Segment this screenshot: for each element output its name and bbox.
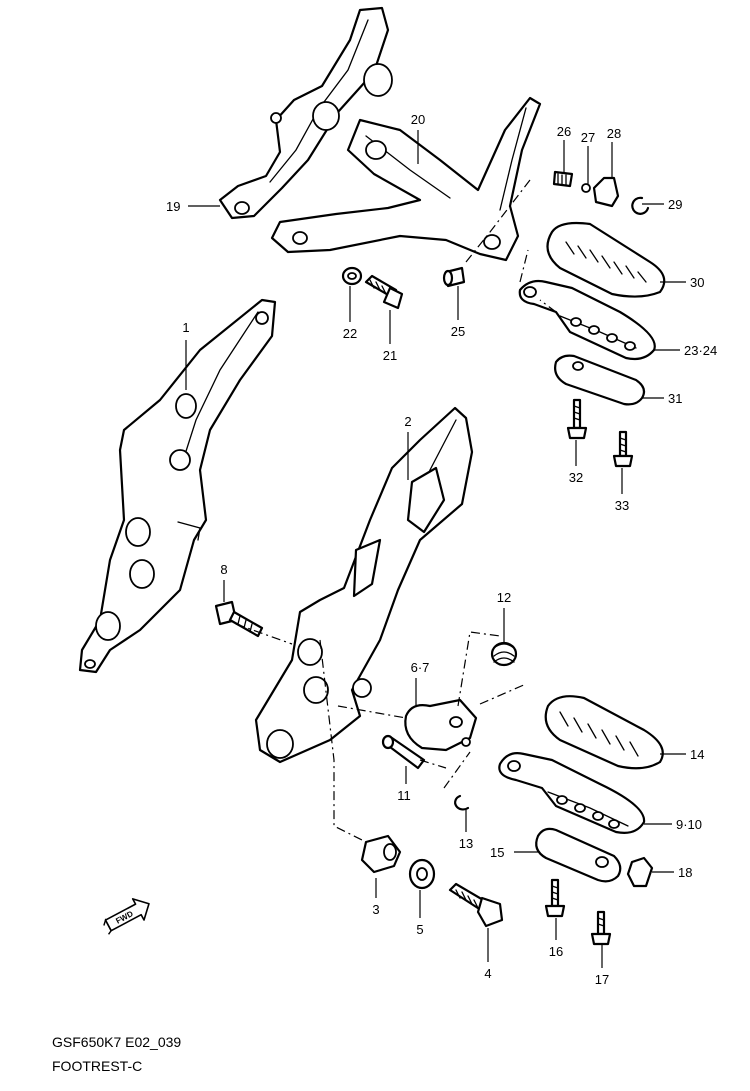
nut-18 [626,856,654,888]
footpeg-rubber-14 [544,695,664,770]
callout-30: 30 [690,275,704,290]
callout-29: 29 [668,197,682,212]
callout-1: 1 [182,320,189,335]
flange-bolt-8 [214,600,264,638]
callout-19: 19 [166,199,180,214]
callout-12: 12 [497,590,511,605]
callout-13: 13 [459,836,473,851]
bolt-26 [552,170,574,188]
footpeg-9-10 [498,752,646,834]
callout-28: 28 [607,126,621,141]
e-clip-13 [454,794,470,811]
rear-bracket-left-19 [218,6,393,220]
callout-15: 15 [490,845,504,860]
callout-26: 26 [557,124,571,139]
callout-5: 5 [416,922,423,937]
spring-12 [490,641,518,667]
callout-27: 27 [581,130,595,145]
callout-2: 2 [404,414,411,429]
callout-9-10: 9·10 [676,817,702,832]
footpeg-23-24 [518,279,656,361]
callout-23-24: 23·24 [684,343,717,358]
callout-17: 17 [595,972,609,987]
screw-33 [612,430,634,468]
callout-3: 3 [372,902,379,917]
footrest-bracket-2 [254,406,474,764]
rear-bracket-right-20 [270,96,542,262]
washer-22 [341,266,363,286]
callout-20: 20 [411,112,425,127]
callout-16: 16 [549,944,563,959]
ball-27 [581,183,591,193]
leader-lines [185,130,686,968]
callout-25: 25 [451,324,465,339]
callout-21: 21 [383,348,397,363]
callout-8: 8 [220,562,227,577]
callout-33: 33 [615,498,629,513]
screw-32 [566,398,588,440]
callout-14: 14 [690,747,704,762]
callout-31: 31 [668,391,682,406]
callout-4: 4 [484,966,491,981]
screw-17 [590,910,612,946]
model-code: GSF650K7 E02_039 [52,1034,181,1050]
collar-3 [360,834,402,874]
pin-25 [442,266,466,288]
plate-28 [592,176,620,208]
section-title: FOOTREST-C [52,1058,142,1074]
footpeg-rubber-30 [546,221,666,298]
pin-11 [381,734,426,770]
callout-18: 18 [678,865,692,880]
screw-16 [544,878,566,918]
callout-labels: 1 2 3 4 5 6·7 8 9·10 11 12 13 14 15 16 1… [166,112,717,987]
bolt-4 [448,882,504,928]
bolt-21 [364,274,404,310]
assembly-lines [235,179,557,843]
footrest-bracket-1 [78,298,277,674]
e-clip-29 [631,196,650,215]
callout-11: 11 [397,788,411,803]
plate-31 [554,354,646,406]
callout-6-7: 6·7 [411,660,430,675]
callout-32: 32 [569,470,583,485]
callout-22: 22 [343,326,357,341]
pivot-bracket-6-7 [404,698,478,752]
washer-5 [408,858,436,890]
plate-15 [535,827,622,883]
forward-arrow-icon: FWD [103,898,150,935]
